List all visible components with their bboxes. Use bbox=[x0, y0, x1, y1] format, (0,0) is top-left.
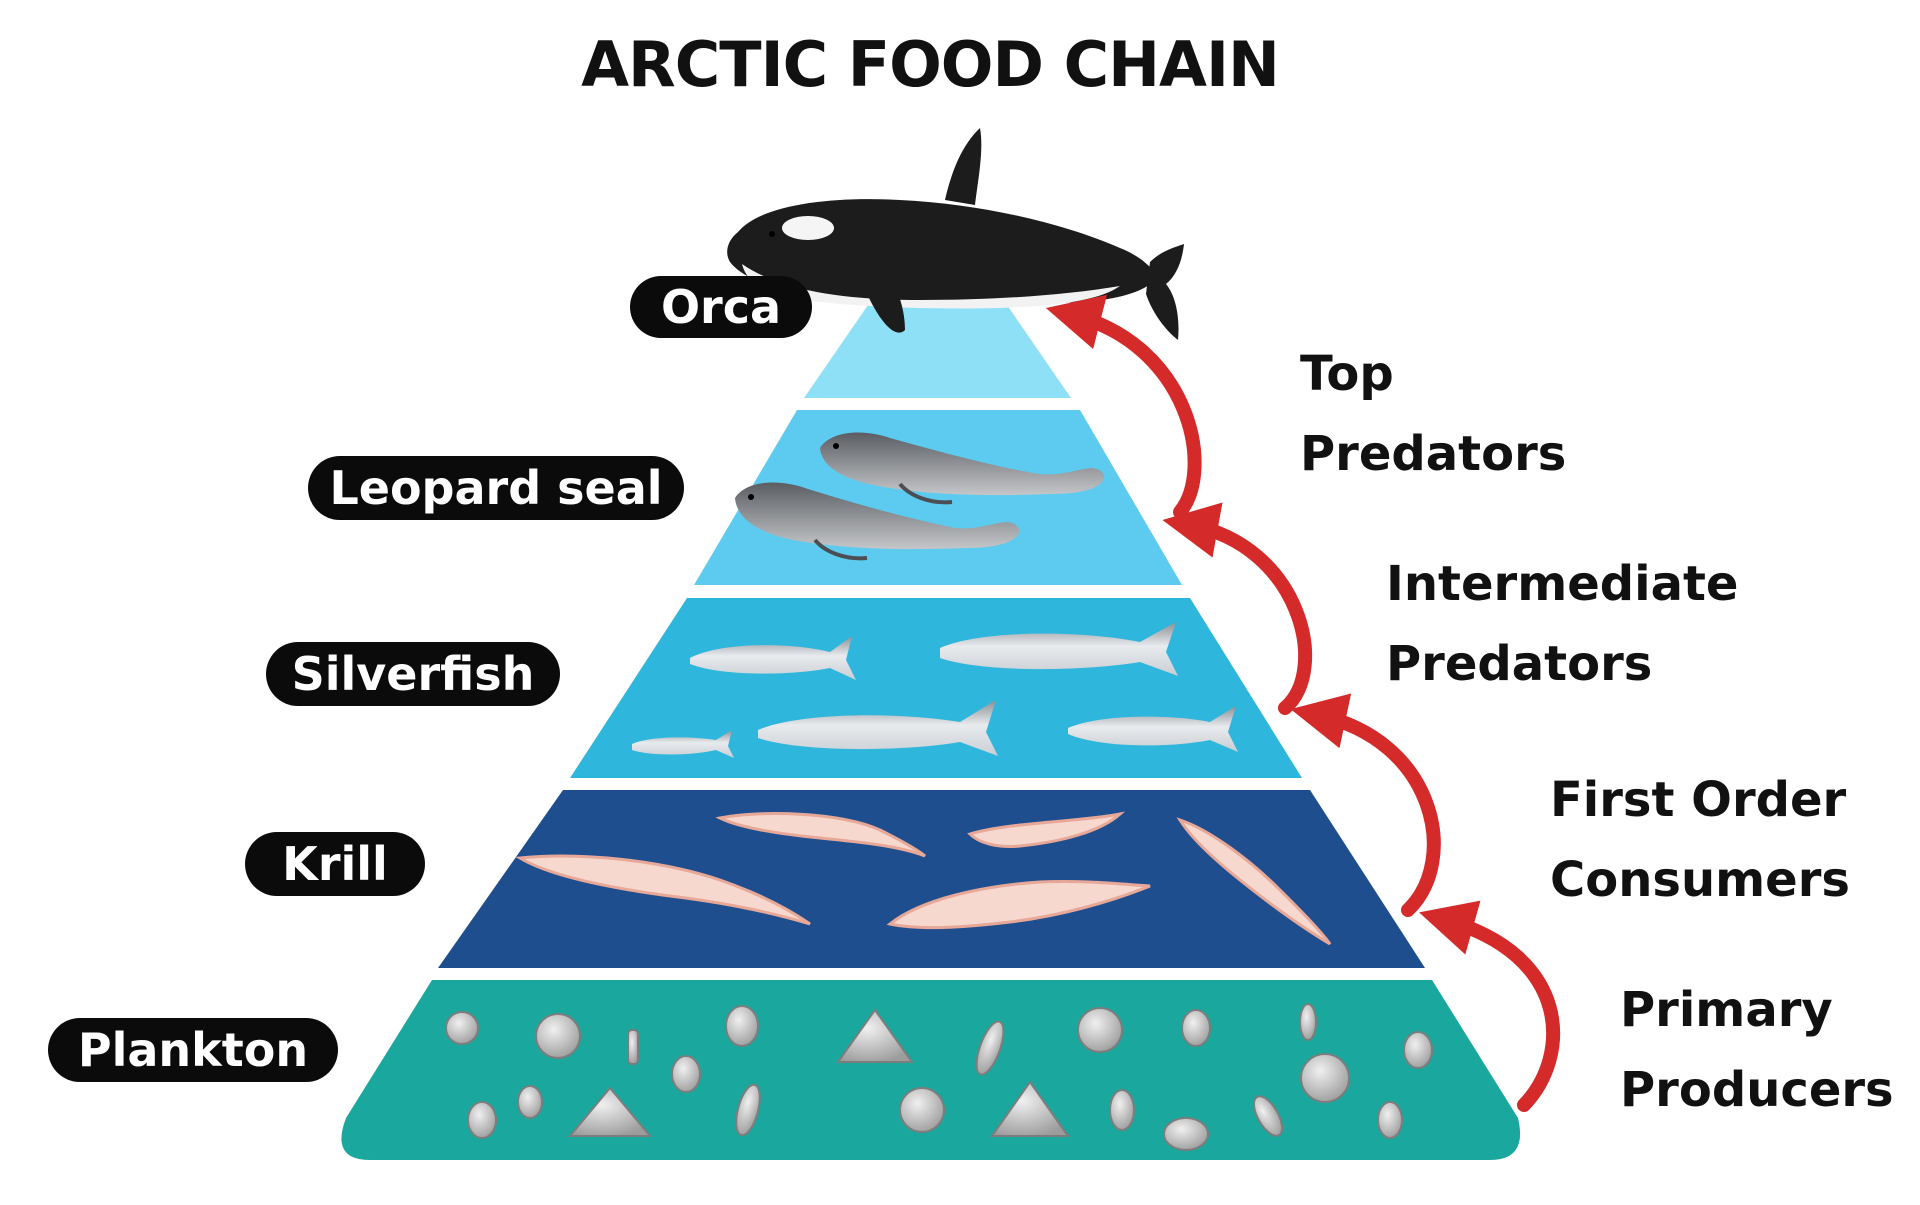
label-silverfish-text: Silverfish bbox=[291, 647, 535, 701]
role-intermediate-predators-line2: Predators bbox=[1386, 636, 1653, 692]
label-krill-text: Krill bbox=[282, 837, 388, 891]
role-primary-producers-line1: Primary bbox=[1620, 982, 1833, 1038]
tier-orca bbox=[804, 305, 1071, 398]
label-plankton-text: Plankton bbox=[77, 1023, 309, 1077]
role-primary-producers-line2: Producers bbox=[1620, 1062, 1894, 1118]
role-intermediate-predators: Intermediate Predators bbox=[1386, 544, 1738, 704]
energy-flow-arrows bbox=[1045, 294, 1561, 1112]
label-krill: Krill bbox=[245, 832, 425, 896]
arrow-top-to-orca bbox=[1045, 294, 1202, 519]
label-silverfish: Silverfish bbox=[266, 642, 560, 706]
arrow-producers-to-consumers bbox=[1419, 900, 1561, 1112]
role-first-order-consumers: First Order Consumers bbox=[1550, 760, 1850, 920]
label-orca: Orca bbox=[630, 276, 812, 338]
tier-krill bbox=[438, 790, 1425, 968]
arrow-consumers-to-intermediate bbox=[1290, 693, 1441, 917]
role-first-order-consumers-line1: First Order bbox=[1550, 772, 1847, 828]
role-primary-producers: Primary Producers bbox=[1620, 970, 1894, 1130]
leopard-seal-illustration bbox=[735, 432, 1105, 561]
label-plankton: Plankton bbox=[48, 1018, 338, 1082]
arrow-intermediate-to-top bbox=[1162, 502, 1313, 715]
role-first-order-consumers-line2: Consumers bbox=[1550, 852, 1850, 908]
krill-illustration bbox=[515, 811, 1332, 946]
role-intermediate-predators-line1: Intermediate bbox=[1386, 556, 1739, 612]
role-top-predators-line1: Top bbox=[1300, 346, 1394, 402]
label-leopard-seal-text: Leopard seal bbox=[329, 461, 663, 515]
diagram-title: ARCTIC FOOD CHAIN bbox=[581, 28, 1280, 101]
role-top-predators: Top Predators bbox=[1300, 334, 1566, 494]
tier-plankton bbox=[341, 980, 1521, 1160]
role-top-predators-line2: Predators bbox=[1300, 426, 1567, 482]
plankton-illustration bbox=[445, 1003, 1433, 1151]
label-orca-text: Orca bbox=[660, 280, 782, 334]
silverfish-illustration bbox=[632, 622, 1238, 758]
label-leopard-seal: Leopard seal bbox=[308, 456, 684, 520]
orca-illustration bbox=[727, 128, 1184, 340]
